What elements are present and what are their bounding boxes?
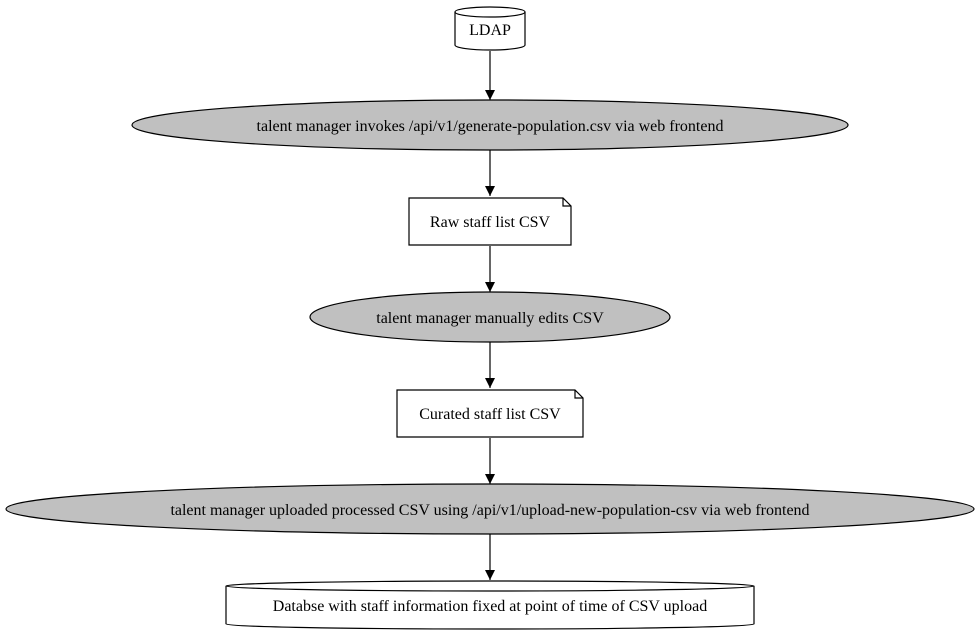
curated-csv-note-fold: [574, 390, 583, 399]
curated-csv-label: Curated staff list CSV: [419, 406, 561, 423]
database-cylinder-rim: [225, 585, 755, 592]
upload-label: talent manager uploaded processed CSV us…: [170, 502, 809, 519]
raw-csv-label: Raw staff list CSV: [430, 214, 551, 231]
node-curated-csv: Curated staff list CSV: [396, 389, 584, 438]
edit-ellipse-shape: [309, 291, 671, 343]
ldap-cylinder-rim: [454, 11, 526, 18]
ldap-label: LDAP: [469, 22, 511, 39]
node-ldap: LDAP: [454, 6, 526, 51]
generate-label: talent manager invokes /api/v1/generate-…: [257, 118, 724, 135]
raw-csv-note-shape: [408, 197, 572, 246]
curated-csv-note-shape: [396, 389, 584, 438]
upload-ellipse-shape: [5, 483, 975, 535]
generate-ellipse-shape: [131, 99, 849, 151]
node-generate-population: talent manager invokes /api/v1/generate-…: [131, 99, 849, 151]
database-cylinder-shape: [225, 580, 755, 630]
node-raw-csv: Raw staff list CSV: [408, 197, 572, 246]
node-upload-population: talent manager uploaded processed CSV us…: [5, 483, 975, 535]
ldap-cylinder-shape: [454, 6, 526, 51]
edit-label: talent manager manually edits CSV: [376, 310, 604, 327]
raw-csv-note-fold: [562, 198, 571, 207]
node-manual-edit: talent manager manually edits CSV: [309, 291, 671, 343]
database-label: Databse with staff information fixed at …: [273, 598, 707, 615]
node-database: Databse with staff information fixed at …: [225, 580, 755, 630]
